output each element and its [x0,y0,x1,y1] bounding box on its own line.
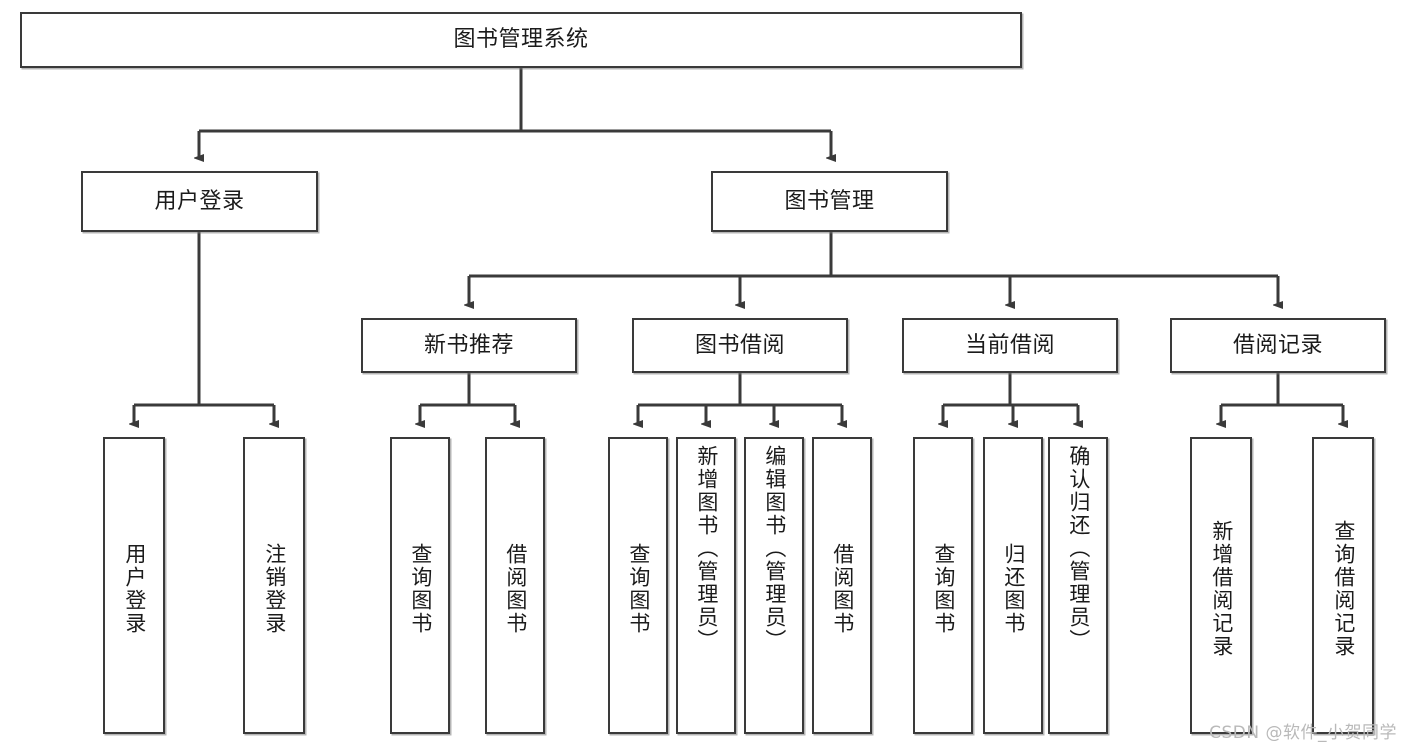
leaf-user-logout-label: 注销登录 [262,542,287,635]
node-book-manage-label: 图书管理 [784,188,875,214]
node-book-manage[interactable]: 图书管理 [711,171,948,232]
leaf-query-book-label: 查询图书 [626,542,651,635]
node-current-borrow[interactable]: 当前借阅 [902,318,1118,373]
node-book-borrow[interactable]: 图书借阅 [632,318,848,373]
leaf-query-book-current-label: 查询图书 [931,542,956,635]
leaf-return-book-label: 归还图书 [1001,542,1026,635]
leaf-confirm-return-admin[interactable]: 确认归还（管理员） [1048,437,1108,734]
leaf-query-borrow-record-label: 查询借阅记录 [1331,519,1356,658]
leaf-query-book-current[interactable]: 查询图书 [913,437,973,734]
edges-userlogin-to-leaves [134,232,274,424]
node-user-login-label: 用户登录 [154,188,245,214]
edges-newbook-to-leaves [420,373,515,424]
edges-bookmanage-to-level3 [469,232,1278,305]
node-new-book-rec-label: 新书推荐 [423,332,514,358]
leaf-user-logout[interactable]: 注销登录 [243,437,305,734]
watermark-text: CSDN @软件_小贺同学 [1209,723,1397,743]
leaf-edit-book-admin-label: 编辑图书（管理员） [762,445,787,652]
edges-currentborrow-to-leaves [943,373,1078,424]
leaf-query-book-rec-label: 查询图书 [408,542,433,635]
node-root-label: 图书管理系统 [453,27,589,53]
leaf-borrow-book-label: 借阅图书 [830,542,855,635]
edges-root-to-level2 [199,68,831,158]
node-user-login[interactable]: 用户登录 [81,171,318,232]
leaf-return-book[interactable]: 归还图书 [983,437,1043,734]
leaf-user-login-label: 用户登录 [122,542,147,635]
node-new-book-rec[interactable]: 新书推荐 [361,318,577,373]
leaf-user-login[interactable]: 用户登录 [103,437,165,734]
leaf-add-book-admin[interactable]: 新增图书（管理员） [676,437,736,734]
node-root-system[interactable]: 图书管理系统 [20,12,1022,68]
leaf-borrow-book-rec-label: 借阅图书 [503,542,528,635]
leaf-borrow-book[interactable]: 借阅图书 [812,437,872,734]
node-borrow-record[interactable]: 借阅记录 [1170,318,1386,373]
leaf-edit-book-admin[interactable]: 编辑图书（管理员） [744,437,804,734]
node-borrow-record-label: 借阅记录 [1232,332,1323,358]
leaf-borrow-book-rec[interactable]: 借阅图书 [485,437,545,734]
edges-bookborrow-to-leaves [638,373,842,424]
leaf-query-borrow-record[interactable]: 查询借阅记录 [1312,437,1374,734]
leaf-query-book-rec[interactable]: 查询图书 [390,437,450,734]
leaf-query-book[interactable]: 查询图书 [608,437,668,734]
leaf-add-book-admin-label: 新增图书（管理员） [694,445,719,652]
edges-borrowrecord-to-leaves [1221,373,1343,424]
leaf-add-borrow-record[interactable]: 新增借阅记录 [1190,437,1252,734]
node-book-borrow-label: 图书借阅 [694,332,785,358]
leaf-add-borrow-record-label: 新增借阅记录 [1209,519,1234,658]
leaf-confirm-return-admin-label: 确认归还（管理员） [1066,445,1091,652]
node-current-borrow-label: 当前借阅 [964,332,1055,358]
